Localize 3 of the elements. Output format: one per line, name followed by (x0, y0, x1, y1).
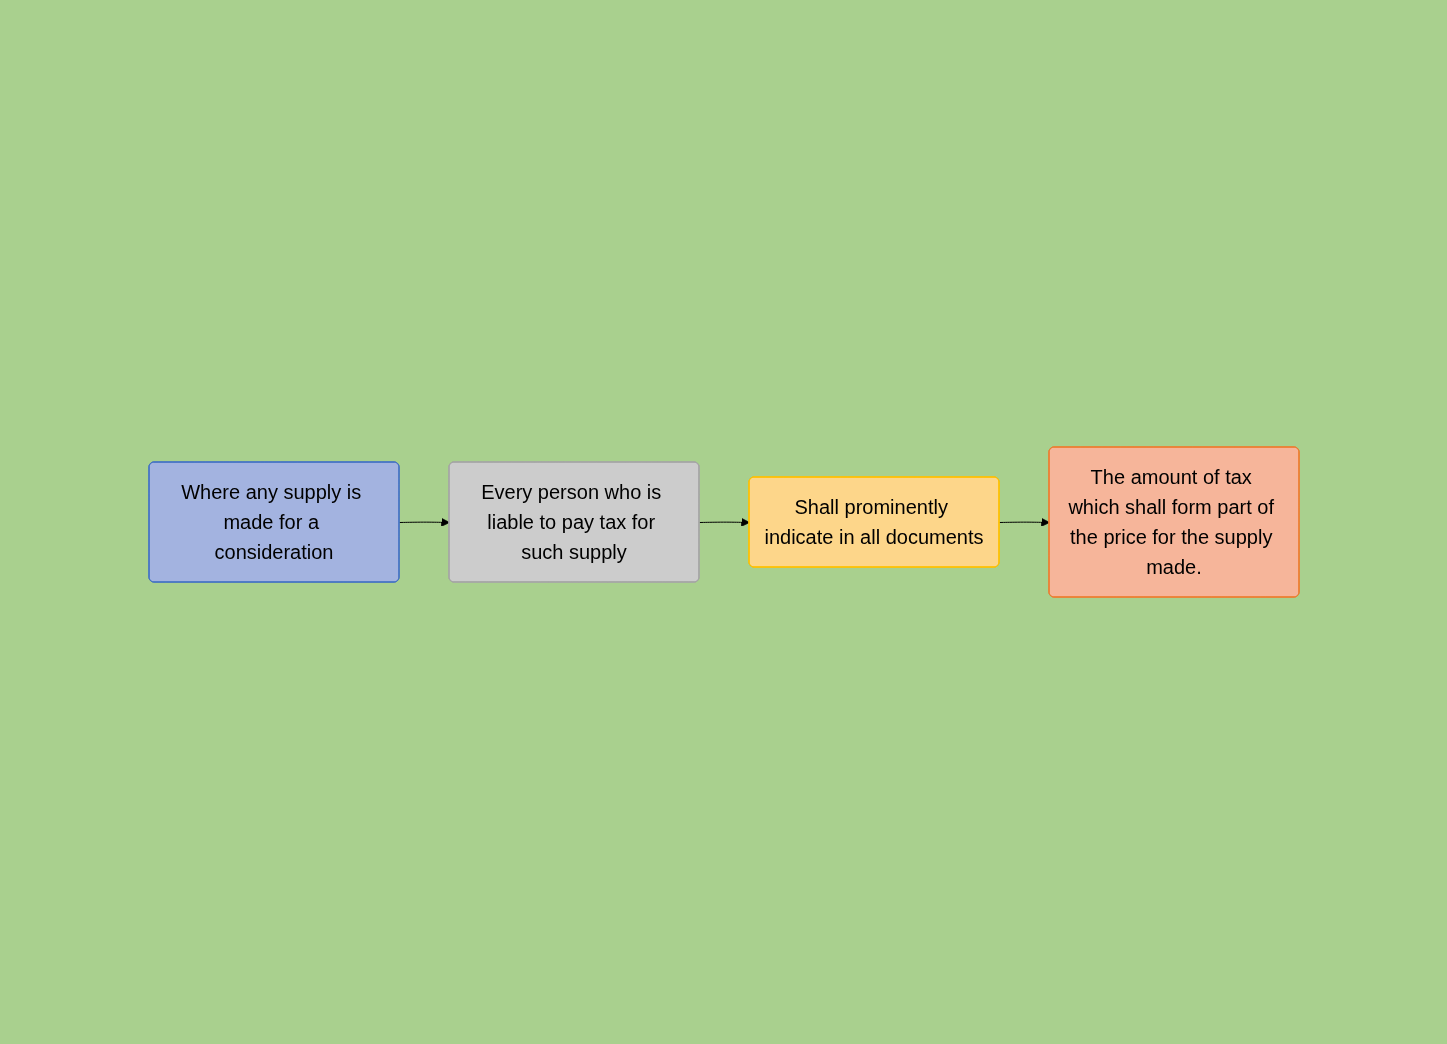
arrow (398, 517, 450, 527)
arrow (998, 517, 1050, 527)
arrow (698, 517, 750, 527)
